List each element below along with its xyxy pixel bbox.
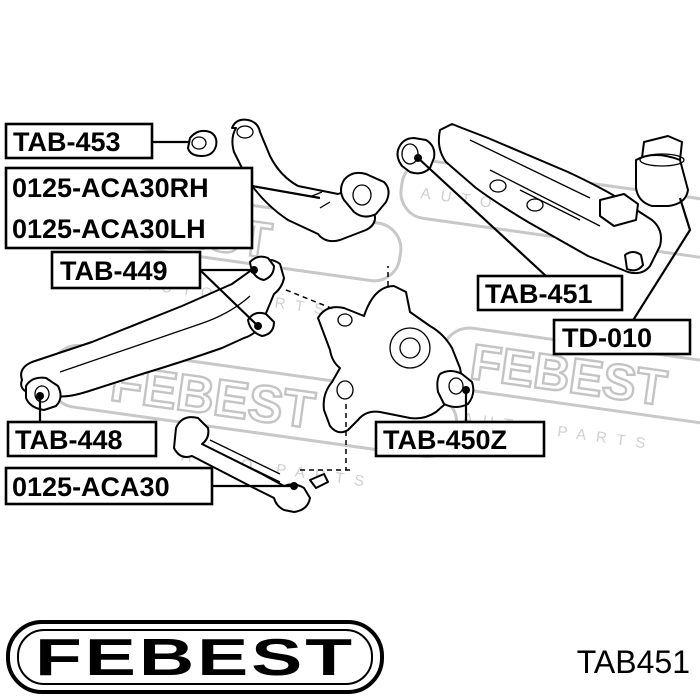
assembly-guides [285, 266, 389, 471]
leader-lines [36, 140, 692, 490]
callout-label: TAB-451 [485, 279, 593, 309]
leader-dot [250, 266, 258, 274]
callout-label: 0125-ACA30 [12, 472, 170, 502]
callout-label: TAB-448 [15, 425, 123, 455]
callout-tab-448[interactable]: TAB-448 [6, 420, 158, 458]
bushing-tab-453 [187, 129, 218, 157]
callout-label-rh: 0125-ACA30RH [12, 173, 209, 203]
logo-text: FEBEST [35, 629, 355, 687]
leader-dot [462, 386, 470, 394]
callout-td-010[interactable]: TD-010 [552, 318, 692, 356]
febest-logo: FEBEST [6, 620, 384, 694]
toe-link-0125-aca30 [173, 416, 329, 513]
lower-control-arm [20, 255, 285, 411]
callout-label: TAB-453 [13, 127, 121, 157]
leader-dot [290, 482, 298, 490]
knuckle [317, 285, 475, 434]
callout-label: TAB-449 [60, 256, 168, 286]
callout-0125-aca30[interactable]: 0125-ACA30 [4, 466, 214, 506]
leader-dot [36, 392, 44, 400]
strut-mount-td-010 [635, 135, 689, 207]
upper-control-arm [231, 118, 390, 243]
leader-dot [254, 322, 262, 330]
callout-tab-449[interactable]: TAB-449 [50, 250, 202, 290]
callout-label: TD-010 [562, 323, 652, 353]
callout-tab-451[interactable]: TAB-451 [476, 274, 624, 312]
callout-tab-453[interactable]: TAB-453 [4, 122, 154, 160]
part-number: TAB451 [577, 644, 690, 680]
callout-label-lh: 0125-ACA30LH [12, 214, 206, 244]
callout-label: TAB-450Z [383, 425, 507, 455]
trailing-arm [437, 123, 662, 275]
callout-0125-aca30rh-lh[interactable]: 0125-ACA30RH 0125-ACA30LH [4, 166, 254, 250]
callout-tab-450z[interactable]: TAB-450Z [374, 420, 546, 458]
leader-dot [414, 154, 422, 162]
